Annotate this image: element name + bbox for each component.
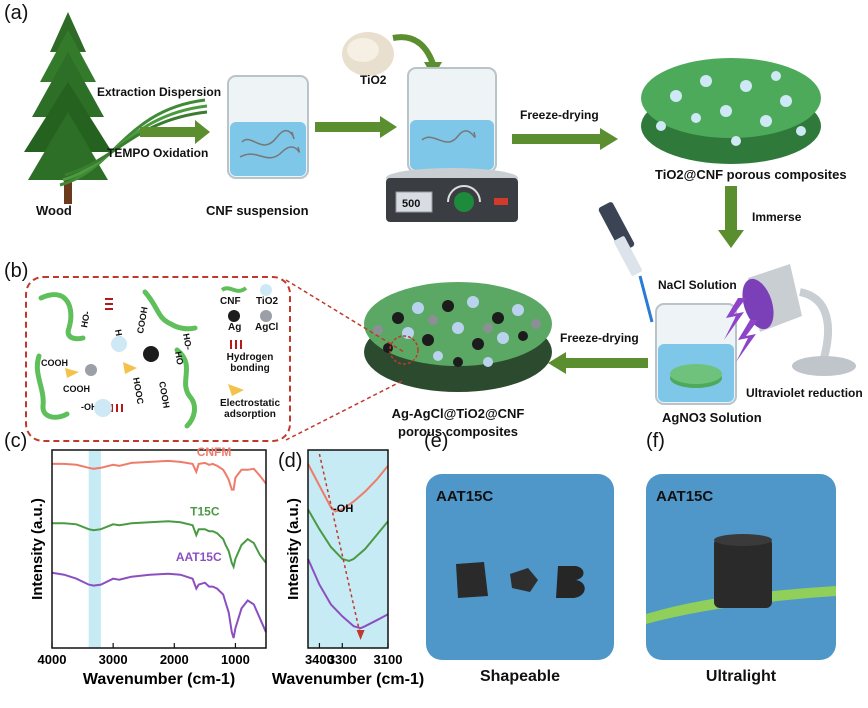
series-line-1 [307, 463, 389, 513]
freeze-drying-label-1: Freeze-drying [520, 108, 599, 122]
sample-label-f: AAT15C [656, 488, 714, 505]
x-axis-label: Wavenumber (cm-1) [83, 671, 235, 688]
nacl-label: NaCl Solution [658, 278, 737, 292]
series-line-2 [52, 520, 267, 570]
oh-shift-arrow [318, 453, 362, 637]
extraction-label: Extraction Dispersion [97, 85, 222, 99]
arrow-to-stirrer [315, 116, 397, 138]
group-label-4: HO- [181, 333, 194, 351]
series-line-2 [307, 508, 389, 562]
plot-frame [51, 449, 267, 649]
pipette [598, 202, 654, 323]
legend-tio2: TiO2 [256, 296, 279, 307]
shaped-samples [456, 562, 585, 598]
tio2-label: TiO2 [360, 73, 387, 87]
sample-label-e: AAT15C [436, 488, 494, 505]
group-label-10: COOH [157, 381, 172, 409]
group-label-8: HOOC [131, 377, 146, 406]
uv-lamp [724, 264, 856, 376]
ag-agcl-composite [364, 282, 552, 392]
panel-label-d: (d) [278, 450, 303, 472]
agno3-beaker [655, 303, 737, 405]
panel-label-f: (f) [646, 430, 665, 452]
arrow-freeze-drying-2 [548, 352, 648, 374]
x-tick-label-1: 4000 [38, 652, 67, 667]
x-tick-label-1: 3400 [305, 652, 334, 667]
caption-shapeable: Shapeable [479, 668, 561, 685]
uv-label: Ultraviolet reduction [746, 386, 863, 400]
panel-label-a: (a) [4, 2, 29, 24]
mechanism-diagram: HO- HO- COOH HO- COOH COOH HO HOOC -OH C… [34, 289, 198, 429]
oh-annotation: -OH [333, 503, 353, 515]
group-label-5: COOH [41, 358, 68, 368]
wood-label: Wood [36, 203, 72, 218]
legend-hbond: Hydrogen bonding [226, 352, 274, 374]
arrow-freeze-drying-1 [512, 128, 618, 150]
legend-cnf: CNF [220, 296, 241, 307]
group-label-1: HO- [79, 310, 92, 328]
product-label-line1: Ag-AgCl@TiO2@CNF [391, 406, 525, 421]
immerse-label: Immerse [752, 210, 802, 224]
tio2-cnf-composite [641, 58, 821, 164]
x-tick-label-3: 3100 [374, 652, 403, 667]
freeze-drying-label-2: Freeze-drying [560, 331, 639, 345]
wood-tree-illustration [24, 12, 112, 204]
group-label-3: COOH [135, 306, 150, 334]
y-axis-label: Intensity (a.u.) [29, 498, 46, 600]
cnf-beaker [227, 75, 309, 179]
tio2-cnf-label: TiO2@CNF porous composites [655, 167, 847, 182]
product-label-line2: porous composites [398, 424, 518, 439]
x-tick-label-4: 1000 [221, 652, 250, 667]
tempo-label: TEMPO Oxidation [107, 146, 209, 160]
oh-shift-arrowhead [356, 630, 365, 640]
group-label-6: COOH [63, 384, 90, 394]
stirrer-display: 500 [402, 198, 421, 210]
group-label-7: HO [173, 351, 185, 366]
agno3-label: AgNO3 Solution [662, 410, 762, 425]
photo-ultralight: AAT15C [646, 474, 836, 660]
series-line-3 [307, 558, 389, 630]
series-line-3 [51, 571, 267, 639]
cnf-suspension-label: CNF suspension [206, 203, 309, 218]
panel-label-b: (b) [4, 260, 29, 282]
x-tick-label-2: 3000 [99, 652, 128, 667]
zoom-callout-lines [285, 279, 405, 441]
mechanism-box [25, 276, 291, 442]
series-label-t15c: T15C [190, 504, 220, 518]
legend-agcl: AgCl [255, 322, 279, 333]
series-label-cnfm: CNFM [197, 445, 232, 459]
mechanism-legend [220, 284, 272, 396]
x-tick-label-2: 3300 [328, 652, 357, 667]
y-axis-label: Intensity (a.u.) [285, 498, 302, 600]
series-line-1 [52, 459, 267, 491]
series-label-aat15c: AAT15C [176, 550, 222, 564]
panel-label-e: (e) [424, 430, 449, 452]
legend-ag: Ag [228, 322, 242, 333]
arrow-immerse [718, 186, 744, 248]
sample-on-leaf [646, 534, 836, 624]
caption-ultralight: Ultralight [705, 668, 777, 685]
legend-electro: Electrostatic adsorption [219, 398, 281, 420]
fiber-extraction-graphic [59, 98, 210, 187]
group-label-9: -OH [81, 402, 98, 412]
magnetic-stirrer [386, 67, 518, 222]
plot-frame [307, 449, 389, 649]
highlight-band [88, 450, 101, 648]
x-axis-label: Wavenumber (cm-1) [272, 671, 424, 688]
panel-label-c: (c) [4, 430, 28, 452]
x-tick-label-3: 2000 [160, 652, 189, 667]
photo-shapeable: AAT15C [426, 474, 614, 660]
